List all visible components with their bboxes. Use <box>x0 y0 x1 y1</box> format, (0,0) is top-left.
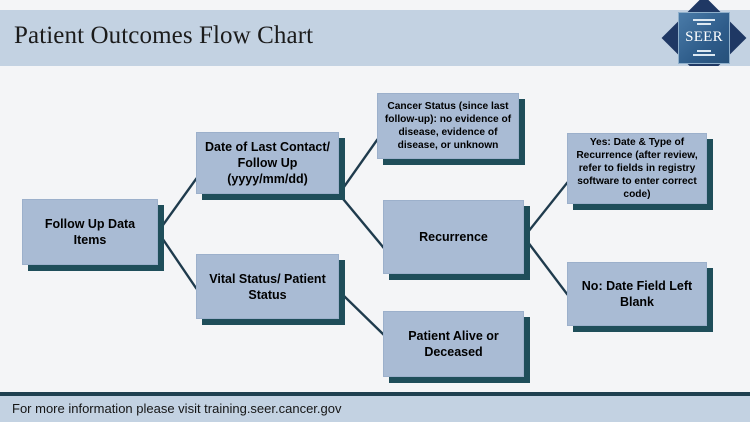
node-date-of-last-contact[interactable]: Date of Last Contact/ Follow Up (yyyy/mm… <box>196 132 339 194</box>
node-patient-alive-or-deceased[interactable]: Patient Alive or Deceased <box>383 311 524 377</box>
edge-recurrence-to-no <box>522 235 569 296</box>
flowchart-canvas: Follow Up Data Items Date of Last Contac… <box>0 66 750 392</box>
node-label: Follow Up Data Items <box>44 217 136 247</box>
edge-vital-status-to-patient-alive <box>343 295 387 338</box>
node-label: Cancer Status (since last follow-up): no… <box>384 100 512 152</box>
page-title: Patient Outcomes Flow Chart <box>14 22 314 49</box>
footer-divider <box>0 392 750 396</box>
node-label: No: Date Field Left Blank <box>581 279 693 309</box>
node-follow-up-data-items[interactable]: Follow Up Data Items <box>22 199 158 265</box>
footer-gap <box>0 384 750 392</box>
edge-date-to-recurrence <box>337 192 385 249</box>
node-label: Yes: Date & Type of Recurrence (after re… <box>576 136 698 201</box>
flowchart-connectors <box>156 138 569 338</box>
edge-follow-up-to-vital-status <box>156 230 198 290</box>
footer-text: For more information please visit traini… <box>12 401 342 416</box>
node-label: Date of Last Contact/ Follow Up (yyyy/mm… <box>204 140 330 186</box>
logo-rule-top-outer <box>693 19 715 21</box>
node-label: Vital Status/ Patient Status <box>209 271 326 302</box>
node-recurrence-yes[interactable]: Yes: Date & Type of Recurrence (after re… <box>567 133 707 204</box>
node-label: Patient Alive or Deceased <box>408 329 499 359</box>
seer-logo: SEER <box>661 0 747 81</box>
edge-recurrence-to-yes <box>522 181 569 239</box>
edge-follow-up-to-date-of-last-contact <box>156 177 198 234</box>
edge-date-to-cancer-status <box>337 138 379 196</box>
logo-rule-bottom-inner <box>697 50 711 52</box>
footer-bar <box>0 396 750 422</box>
logo-wordmark: SEER <box>685 29 723 45</box>
node-recurrence[interactable]: Recurrence <box>383 200 524 274</box>
node-vital-status[interactable]: Vital Status/ Patient Status <box>196 254 339 319</box>
node-cancer-status[interactable]: Cancer Status (since last follow-up): no… <box>377 93 519 159</box>
logo-rule-top-inner <box>697 23 711 25</box>
header-bar <box>0 10 750 66</box>
logo-rule-bottom-outer <box>693 54 715 56</box>
node-label: Recurrence <box>419 230 488 244</box>
node-recurrence-no[interactable]: No: Date Field Left Blank <box>567 262 707 326</box>
